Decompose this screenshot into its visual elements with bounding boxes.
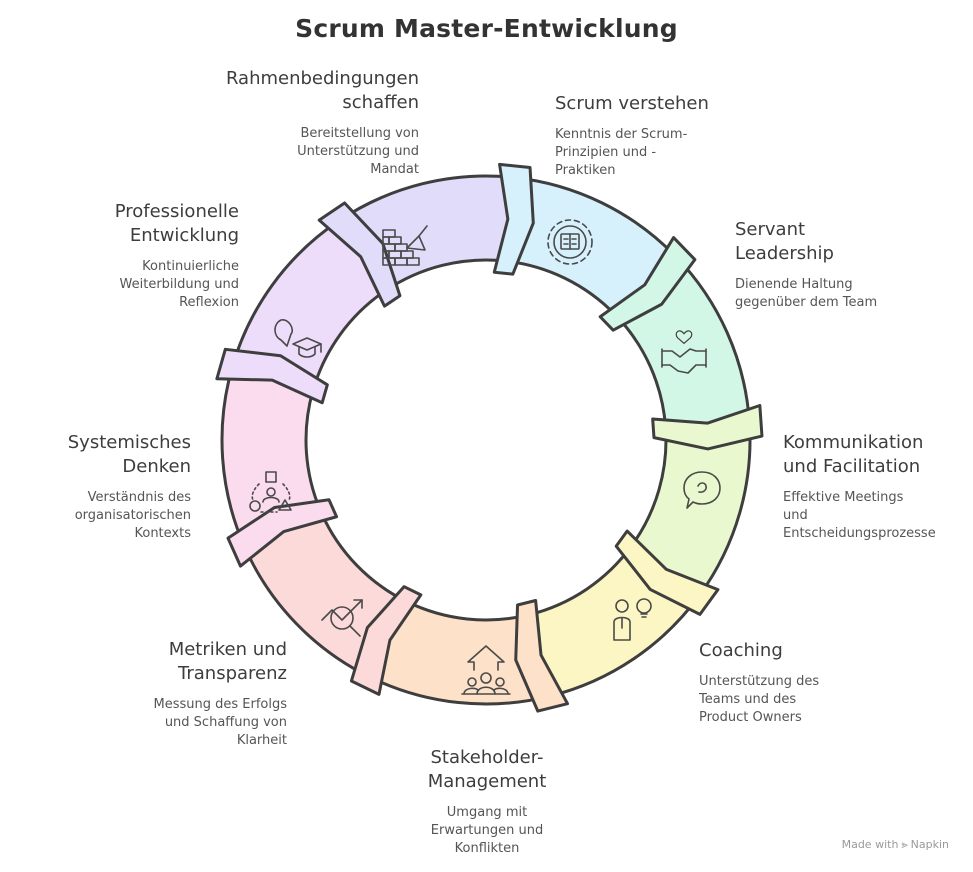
connector-arrow <box>492 162 535 276</box>
connector-arrow <box>651 403 764 451</box>
desc-systemisches-denken: Verständnis des organisatorischen Kontex… <box>74 490 191 541</box>
connector-arrow <box>226 498 339 568</box>
heading-professionelle-entwicklung: Professionelle Entwicklung <box>114 201 239 246</box>
made-with-napkin: Made with⪢Napkin <box>842 838 949 852</box>
connector-arrow <box>598 236 697 332</box>
desc-stakeholder: Umgang mit Erwartungen und Konflikten <box>430 805 544 856</box>
desc-scrum-verstehen: Kenntnis der Scrum- Prinzipien und - Pra… <box>555 127 688 178</box>
made-with-text: Made with <box>841 838 899 851</box>
desc-professionelle-entwicklung: Kontinuierliche Weiterbildung und Reflex… <box>119 259 239 310</box>
connector-arrow <box>215 347 329 405</box>
desc-coaching: Unterstützung des Teams und des Product … <box>699 674 820 725</box>
label-professionelle-entwicklung: Professionelle Entwicklung Kontinuierlic… <box>0 200 239 312</box>
gear-book-icon <box>547 219 593 265</box>
label-kommunikation: Kommunikation und Facilitation Effektive… <box>783 431 973 543</box>
speech-bubble-icon <box>683 471 721 509</box>
group-arrow-icon <box>461 645 511 695</box>
label-metriken: Metriken und Transparenz Messung des Erf… <box>37 638 287 750</box>
connector-arrow <box>317 201 402 308</box>
label-servant-leadership: Servant Leadership Dienende Haltung gege… <box>735 218 973 312</box>
connector-arrow <box>349 585 423 696</box>
napkin-logo-icon: ⪢ <box>901 838 908 851</box>
magnifier-trend-icon <box>321 599 363 637</box>
label-scrum-verstehen: Scrum verstehen Kenntnis der Scrum- Prin… <box>555 92 805 180</box>
label-stakeholder: Stakeholder- Management Umgang mit Erwar… <box>362 746 612 858</box>
heading-rahmenbedingungen: Rahmenbedingungen schaffen <box>225 68 419 113</box>
graduation-cap-icon <box>274 319 322 358</box>
napkin-brand: Napkin <box>910 838 949 851</box>
handshake-heart-icon <box>661 330 707 374</box>
heading-coaching: Coaching <box>699 640 783 661</box>
label-rahmenbedingungen: Rahmenbedingungen schaffen Bereitstellun… <box>169 67 419 179</box>
desc-metriken: Messung des Erfolgs und Schaffung von Kl… <box>153 697 287 748</box>
heading-kommunikation: Kommunikation und Facilitation <box>783 432 924 477</box>
label-systemisches-denken: Systemisches Denken Verständnis des orga… <box>0 431 191 543</box>
diagram-title: Scrum Master-Entwicklung <box>295 14 678 43</box>
connector-arrow <box>614 529 720 616</box>
heading-stakeholder: Stakeholder- Management <box>427 747 547 792</box>
heading-servant-leadership: Servant Leadership <box>735 219 834 264</box>
heading-metriken: Metriken und Transparenz <box>168 639 287 684</box>
label-coaching: Coaching Unterstützung des Teams und des… <box>699 639 949 727</box>
connector-arrow <box>514 599 570 713</box>
desc-servant-leadership: Dienende Haltung gegenüber dem Team <box>735 277 878 310</box>
desc-rahmenbedingungen: Bereitstellung von Unterstützung und Man… <box>297 126 419 177</box>
bricks-trowel-icon <box>382 225 428 266</box>
desc-kommunikation: Effektive Meetings und Entscheidungsproz… <box>783 490 936 541</box>
heading-scrum-verstehen: Scrum verstehen <box>555 93 709 114</box>
connected-shapes-icon <box>249 471 292 513</box>
person-lightbulb-icon <box>613 598 652 641</box>
heading-systemisches-denken: Systemisches Denken <box>67 432 191 477</box>
